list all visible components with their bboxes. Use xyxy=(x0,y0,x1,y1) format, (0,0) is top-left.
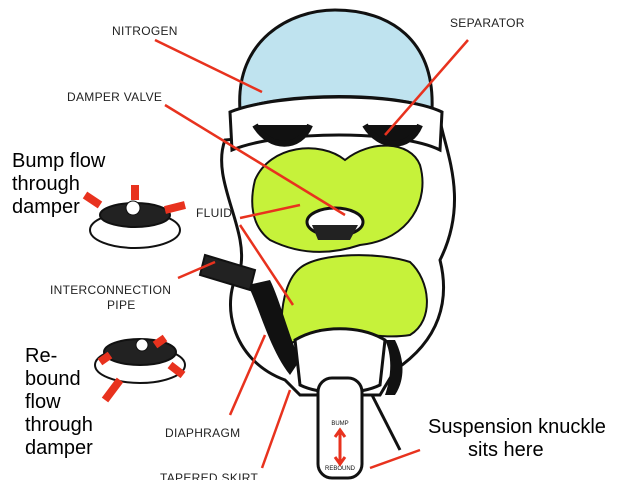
leader-interconnection xyxy=(177,260,216,280)
label-tapered-skirt: TAPERED SKIRT xyxy=(160,471,259,480)
caption-line: damper xyxy=(12,196,80,218)
caption-line: through xyxy=(25,414,93,436)
rebound-mark: REBOUND xyxy=(325,466,356,472)
label-nitrogen: NITROGEN xyxy=(112,24,178,38)
leader-damper-valve xyxy=(164,103,346,217)
label-separator: SEPARATOR xyxy=(450,16,525,30)
separator-shading xyxy=(252,123,423,147)
bump-rebound-arrow xyxy=(333,427,347,467)
diaphragm-shading xyxy=(248,280,300,375)
caption-line: Re- xyxy=(25,345,58,367)
leader-diaphragm xyxy=(228,334,267,416)
fluid-upper xyxy=(251,144,424,253)
leader-tapered-skirt xyxy=(260,389,292,469)
bump-flow-damper-illustration xyxy=(82,185,186,249)
caption-line: through xyxy=(12,173,80,195)
label-damper-valve: DAMPER VALVE xyxy=(67,90,163,104)
diaphragm-shading-right xyxy=(385,340,403,395)
caption-rebound-flow: Re- bound flow through damper xyxy=(25,345,93,460)
damper-valve-body xyxy=(312,225,358,240)
leader-knuckle xyxy=(369,448,421,470)
bump-mark: BUMP xyxy=(331,421,348,427)
leader-separator xyxy=(384,39,469,136)
caption-line: flow xyxy=(25,391,61,413)
caption-knuckle: Suspension knuckle sits here xyxy=(428,416,606,462)
leader-fluid-upper xyxy=(239,203,301,220)
caption-line: sits here xyxy=(468,439,544,461)
label-pipe: PIPE xyxy=(107,298,136,312)
leader-nitrogen xyxy=(154,38,263,94)
nitrogen-chamber xyxy=(238,8,434,113)
caption-line: Bump flow xyxy=(12,150,106,172)
rebound-flow-damper-illustration xyxy=(94,334,186,403)
caption-line: damper xyxy=(25,437,93,459)
label-diaphragm: DIAPHRAGM xyxy=(165,426,241,440)
caption-line: bound xyxy=(25,368,81,390)
leader-fluid-lower xyxy=(238,224,295,306)
leader-lines xyxy=(154,38,469,470)
label-interconnection: INTERCONNECTION xyxy=(50,283,172,297)
knuckle-arm xyxy=(370,394,402,451)
caption-line: Suspension knuckle xyxy=(428,416,606,438)
caption-bump-flow: Bump flow through damper xyxy=(12,150,105,219)
label-fluid: FLUID xyxy=(196,206,233,220)
